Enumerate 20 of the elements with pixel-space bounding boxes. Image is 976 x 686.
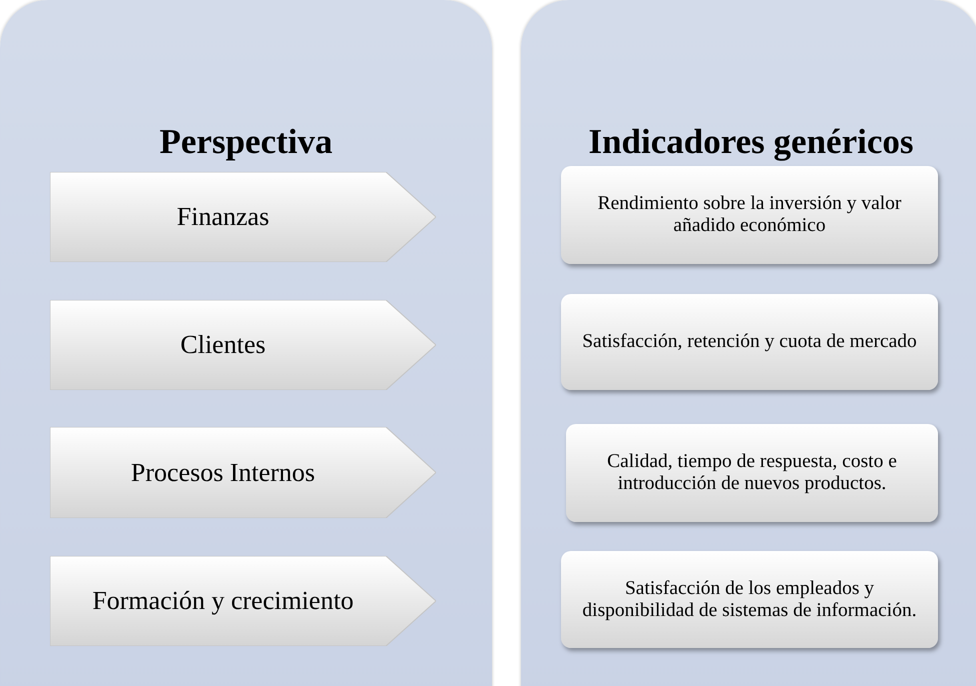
- column-panel: [521, 0, 976, 686]
- indicator-box: [561, 294, 938, 390]
- indicator-text: Satisfacción, retención y cuota de mercado: [581, 331, 918, 353]
- column-heading: Perspectiva: [158, 122, 334, 162]
- perspective-label: Formación y crecimiento: [92, 586, 354, 616]
- perspective-label: Clientes: [180, 330, 266, 360]
- indicator-box: [566, 424, 938, 522]
- indicator-text: Satisfacción de los empleados y disponibilidad de sistemas de información.: [581, 578, 918, 622]
- indicator-box: [561, 551, 938, 648]
- indicator-text: Calidad, tiempo de respuesta, costo e introducción de nuevos productos.: [606, 451, 898, 495]
- pentagon-arrow-box: [50, 172, 436, 262]
- indicator-text: Rendimiento sobre la inversión y valor añadido económico: [596, 193, 902, 237]
- pentagon-arrow-box: [50, 300, 436, 390]
- perspective-label: Procesos Internos: [130, 458, 316, 488]
- column-panel: [0, 0, 492, 686]
- pentagon-arrow-box: [50, 427, 436, 518]
- column-heading: Indicadores genéricos: [587, 122, 915, 162]
- perspective-label: Finanzas: [176, 202, 270, 232]
- pentagon-arrow-box: [50, 556, 436, 646]
- indicator-box: [561, 166, 938, 264]
